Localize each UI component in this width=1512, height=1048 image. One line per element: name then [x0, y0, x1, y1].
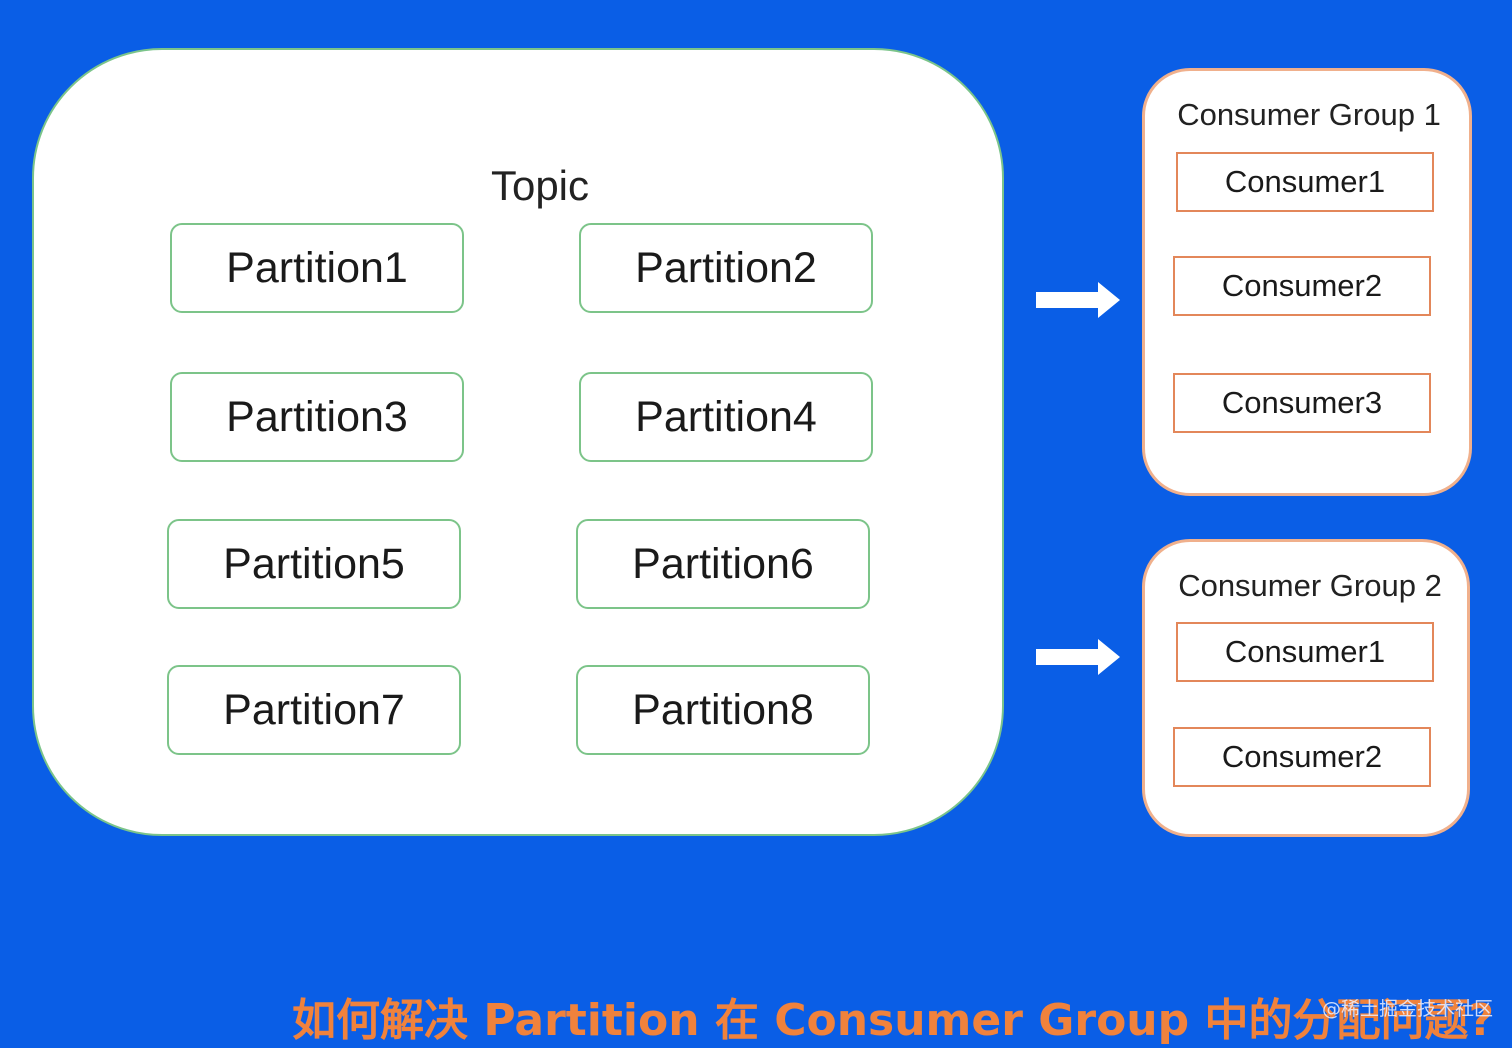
caption-question: 如何解决 Partition 在 Consumer Group 中的分配问题?: [292, 995, 1494, 1046]
consumer-group-2: Consumer Group 2: [1142, 539, 1470, 837]
group-1-consumer-1: Consumer1: [1176, 152, 1434, 212]
partition-8: Partition8: [576, 665, 870, 755]
partition-2: Partition2: [579, 223, 873, 313]
partition-3: Partition3: [170, 372, 464, 462]
partition-1: Partition1: [170, 223, 464, 313]
group-1-consumer-3: Consumer3: [1173, 373, 1431, 433]
consumer-group-1-title: Consumer Group 1: [1177, 97, 1441, 132]
topic-title: Topic: [490, 162, 590, 209]
group-2-consumer-1: Consumer1: [1176, 622, 1434, 682]
partition-4: Partition4: [579, 372, 873, 462]
partition-5: Partition5: [167, 519, 461, 609]
partition-7: Partition7: [167, 665, 461, 755]
arrow-right-icon: [1036, 639, 1120, 675]
partition-6: Partition6: [576, 519, 870, 609]
watermark: @稀土掘金技术社区: [1322, 998, 1494, 1020]
group-1-consumer-2: Consumer2: [1173, 256, 1431, 316]
consumer-group-2-title: Consumer Group 2: [1178, 568, 1442, 603]
group-2-consumer-2: Consumer2: [1173, 727, 1431, 787]
arrow-right-icon: [1036, 282, 1120, 318]
